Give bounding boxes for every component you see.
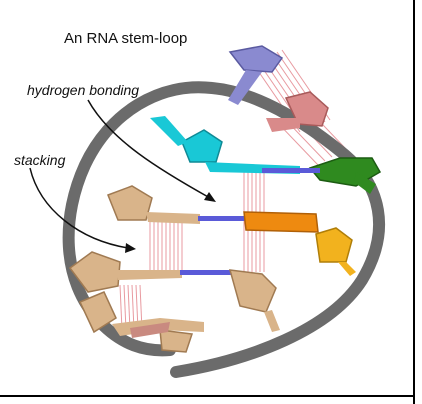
backbone-tube [62, 81, 386, 378]
hbond-bar-lower [180, 270, 232, 275]
base-pink [266, 91, 329, 132]
frame-border-bottom [0, 395, 415, 397]
hbond-bar-middle [198, 216, 246, 221]
annotation-arrows [29, 99, 211, 249]
hydrogen-bonding-label: hydrogen bonding [27, 82, 140, 98]
stacking-arrow [29, 167, 129, 249]
hbond-bar-top [262, 168, 320, 173]
base-tan-bottom [78, 291, 204, 353]
base-tan-middle [68, 251, 182, 293]
base-tan-lower-right [228, 269, 280, 332]
base-orange [243, 211, 319, 233]
figure-title: An RNA stem-loop [64, 30, 188, 47]
base-purple [228, 45, 284, 105]
frame-border-right [413, 0, 415, 404]
hydrogen-bonding-arrowhead [204, 192, 216, 202]
stacking-arrowhead [125, 243, 136, 253]
base-tan-upper-left [107, 185, 200, 224]
base-green [308, 157, 382, 194]
stacking-label: stacking [14, 152, 66, 168]
base-cyan [150, 116, 300, 174]
base-yellow [315, 227, 356, 276]
hydrogen-bonding-arrow [87, 99, 211, 199]
